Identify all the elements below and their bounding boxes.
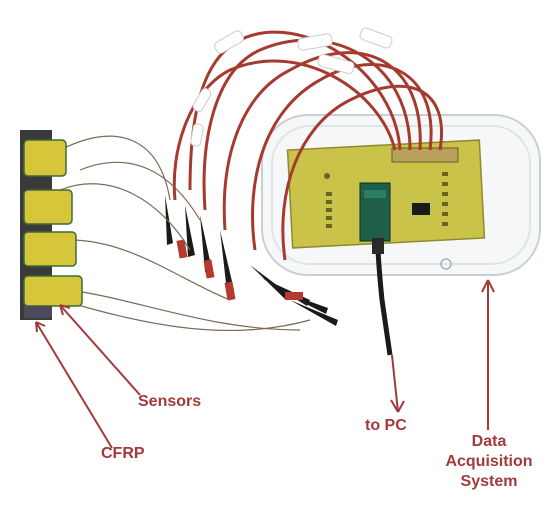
sensors-label: Sensors xyxy=(138,393,202,410)
cfrp-label: CFRP xyxy=(101,445,145,462)
red-clips xyxy=(176,239,303,301)
to-pc-arrow xyxy=(391,354,399,413)
sensors xyxy=(23,139,83,307)
annotation-arrows xyxy=(35,279,495,449)
sensor-leads xyxy=(59,135,311,332)
to-pc-label: to PC xyxy=(365,417,407,434)
data-acquisition-pcb xyxy=(286,139,486,270)
cfrp-arrow xyxy=(35,321,113,449)
sensor-wires xyxy=(172,30,443,261)
data-acquisition-system-label: Data Acquisition System xyxy=(434,432,544,492)
sensors-arrow xyxy=(59,304,141,396)
das-label-line-3: System xyxy=(460,473,518,490)
das-label-line-2: Acquisition xyxy=(445,453,533,470)
das-label-line-1: Data xyxy=(471,433,507,450)
wire-tag-markers xyxy=(190,27,393,147)
